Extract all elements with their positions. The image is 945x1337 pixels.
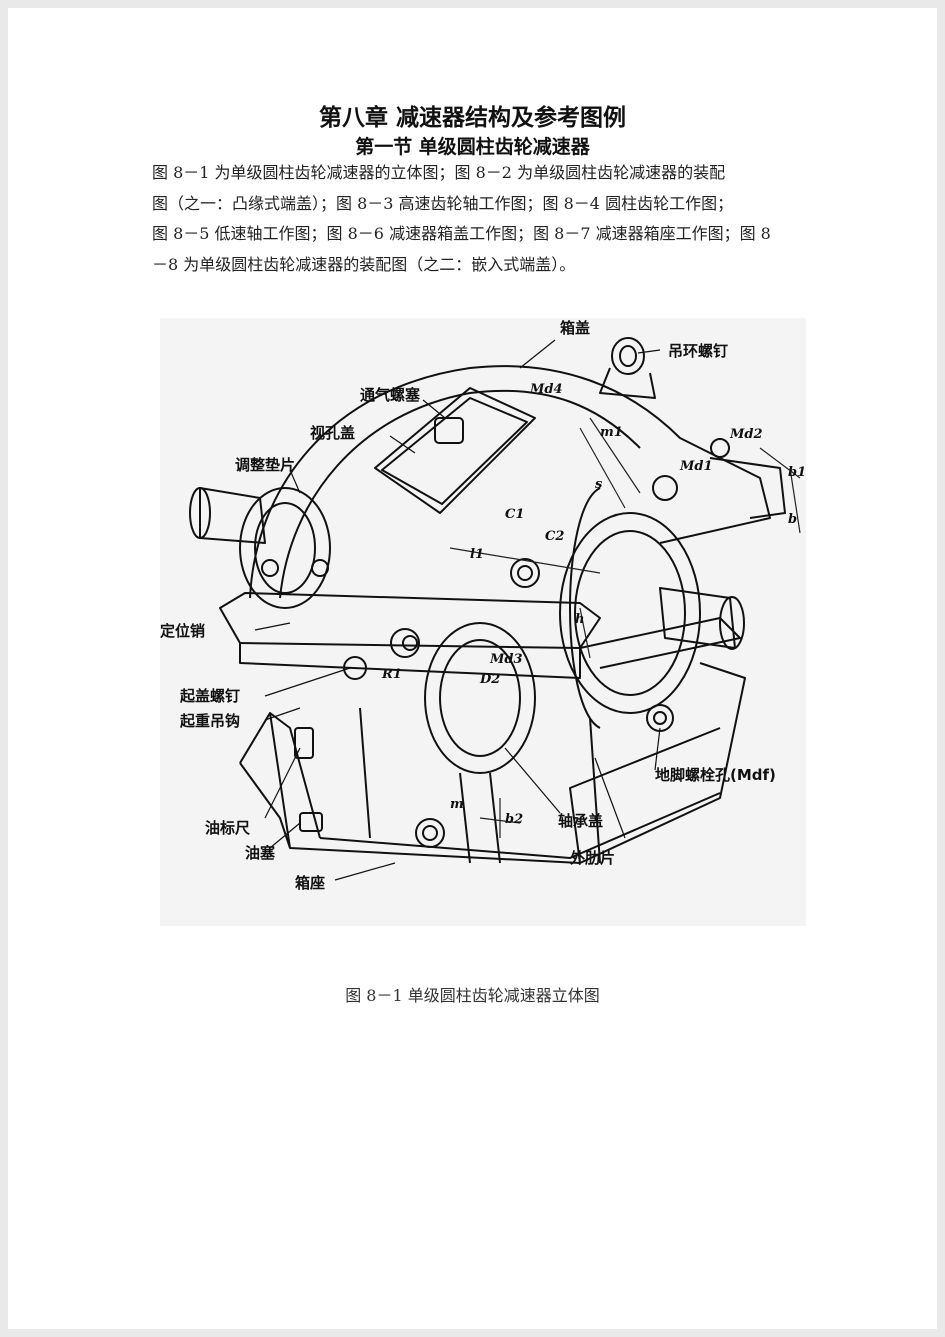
label-zhoucheng: 轴承盖 [558,812,603,830]
label-m: m [450,797,464,812]
section-title: 第一节 单级圆柱齿轮减速器 [355,136,590,158]
label-dingwei: 定位销 [160,622,205,640]
label-c1: C1 [505,507,524,522]
lifting-eye [611,337,645,375]
lift-cover-bolt [343,656,367,680]
label-qizhong: 起重吊钩 [179,712,240,730]
label-xiangzuo: 箱座 [295,874,325,892]
paragraph-line: 图 8－1 为单级圆柱齿轮减速器的立体图；图 8－2 为单级圆柱齿轮减速器的装配 [152,163,726,182]
body-paragraph: 图 8－1 为单级圆柱齿轮减速器的立体图；图 8－2 为单级圆柱齿轮减速器的装配… [152,158,812,280]
base-outline [269,662,746,864]
label-yousai: 油塞 [245,844,276,862]
label-c2: C2 [545,529,564,544]
label-b1: b1 [788,465,806,480]
label-s: s [595,477,603,492]
figure-caption: 图 8－1 单级圆柱齿轮减速器立体图 [345,986,600,1005]
vent-plug [434,417,464,444]
label-shikong: 视孔盖 [310,424,355,442]
label-youbiao: 油标尺 [205,819,250,837]
label-md3: Md3 [489,652,523,667]
label-qigai: 起盖螺钉 [179,687,240,705]
sight-cover [374,387,536,514]
label-b2: b2 [505,812,523,827]
oil-plug [299,812,323,832]
label-m1: m1 [600,425,623,440]
label-r1: R1 [381,667,402,682]
right-bearing-housing [559,512,701,714]
label-d2: D2 [479,672,500,687]
label-md1: Md1 [679,459,713,474]
label-md2: Md2 [729,427,763,442]
label-xianggai: 箱盖 [560,319,590,337]
paragraph-line: 图 8－5 低速轴工作图；图 8－6 减速器箱盖工作图；图 8－7 减速器箱座工… [152,224,771,243]
dipstick [294,727,314,759]
left-bearing-housing [239,487,331,609]
input-shaft [199,487,266,544]
label-tiaozheng: 调整垫片 [235,456,295,474]
label-b: b [788,512,797,527]
reducer-drawing: 箱盖 吊环螺钉 通气螺塞 Md4 Md2 视孔盖 调整垫片 Md1 定位销 Md… [160,319,806,892]
label-md4: Md4 [529,382,563,397]
bearing-cap [424,622,536,774]
label-tongqi: 通气螺塞 [360,386,421,404]
label-diaohuan: 吊环螺钉 [668,342,728,360]
paragraph-line: －8 为单级圆柱齿轮减速器的装配图（之二：嵌入式端盖）。 [152,254,576,274]
label-l1: l1 [470,547,484,562]
cover-outline [249,365,771,599]
reducer-3d-figure: 箱盖 吊环螺钉 通气螺塞 Md4 Md2 视孔盖 调整垫片 Md1 定位销 Md… [160,318,806,926]
label-h: h [575,612,584,627]
joint-flange [219,592,601,649]
label-dijiao: 地脚螺栓孔(Mdf) [655,766,776,784]
paragraph-line: 图（之一：凸缘式端盖）；图 8－3 高速齿轮轴工作图；图 8－4 圆柱齿轮工作图… [152,193,734,213]
chapter-title: 第八章 减速器结构及参考图例 [318,104,626,131]
label-waileipian: 外肋片 [569,849,615,867]
